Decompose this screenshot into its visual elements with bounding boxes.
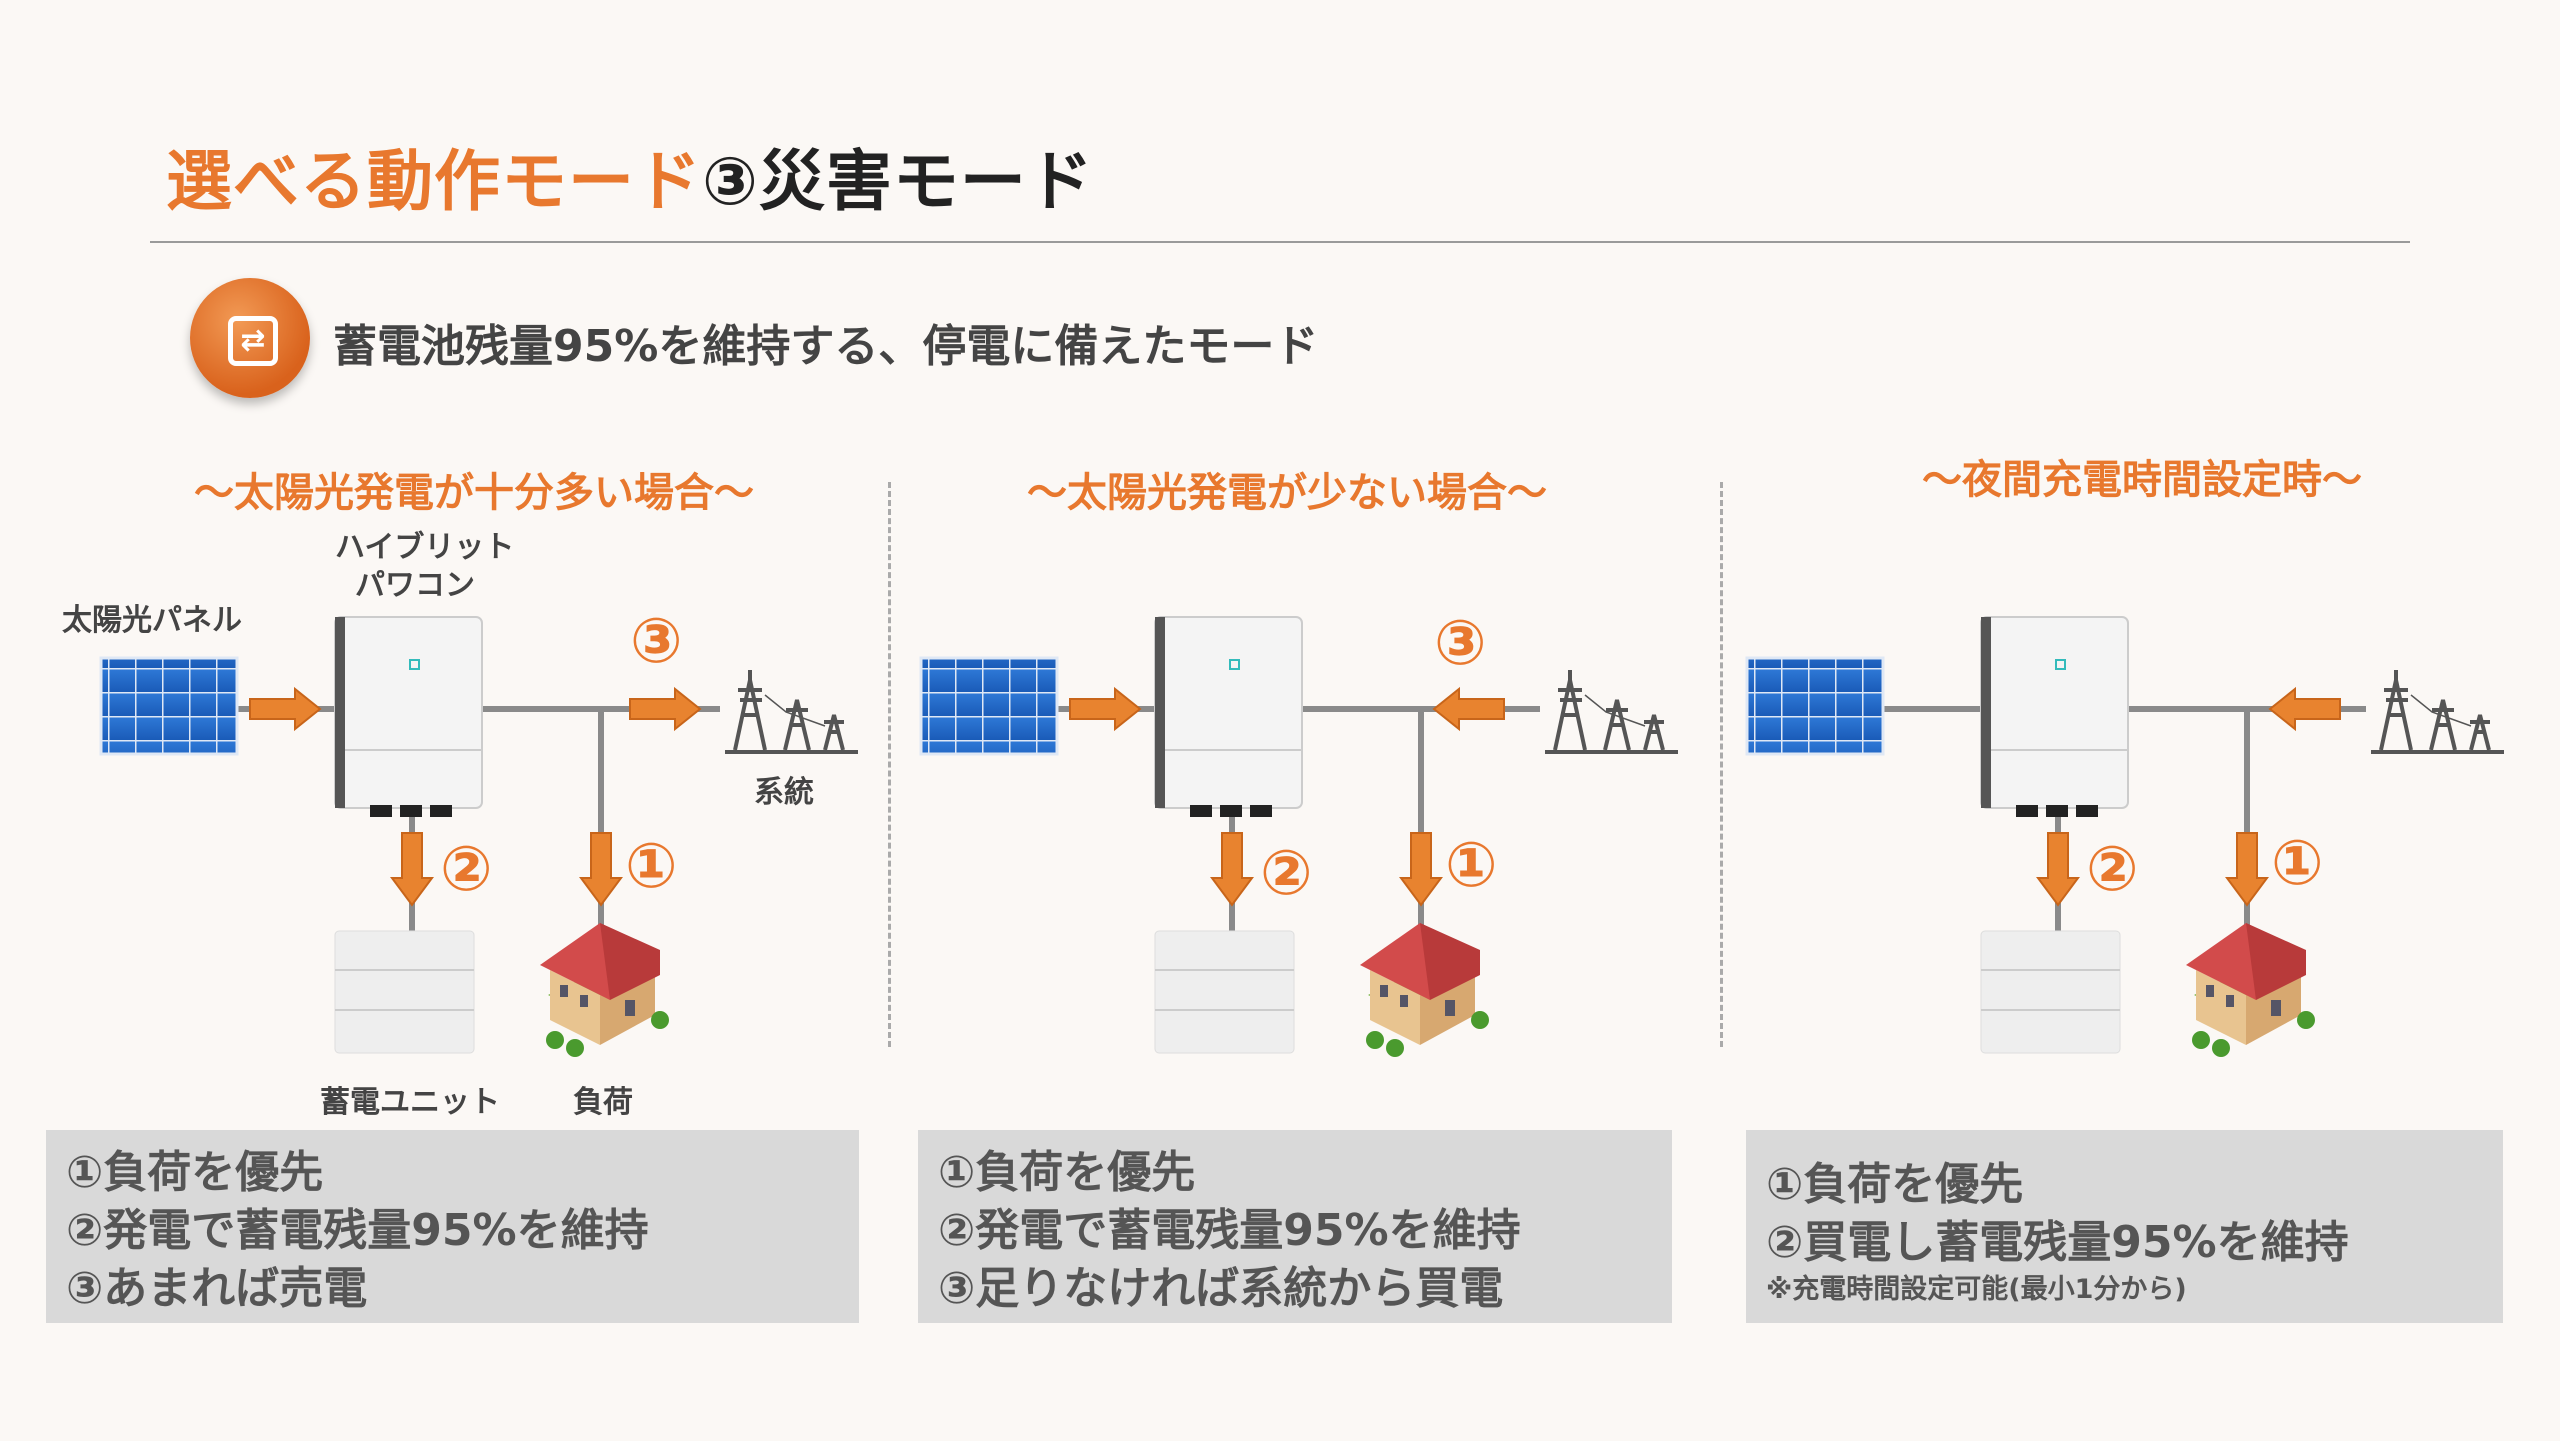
arrow-down-icon: [2226, 832, 2268, 906]
load-label: 負荷: [573, 1085, 633, 1120]
power-grid-icon: [2369, 668, 2506, 754]
panel-1-diagram: ③ ② ① 太陽光パネル ハイブリット パワコン 系統 蓄電ユニット 負荷: [0, 500, 880, 1140]
arrow-right-icon: [249, 688, 321, 730]
solar-panel-icon: [1745, 656, 1885, 756]
inverter-label-line2: パワコン: [355, 568, 475, 603]
flow-number-2: ②: [1260, 836, 1313, 909]
battery-unit-icon: [1980, 930, 2121, 1054]
battery-unit-icon: [1154, 930, 1295, 1054]
battery-unit-icon: [334, 930, 475, 1054]
house-icon: [540, 923, 669, 1057]
arrow-down-icon: [1211, 832, 1253, 906]
description-line: ③あまれば売電: [66, 1263, 368, 1314]
panel-2-heading: ～太陽光発電が少ない場合～: [1027, 470, 1547, 516]
arrow-down-icon: [2037, 832, 2079, 906]
panel-divider: [888, 482, 891, 1047]
description-line: ②買電し蓄電残量95%を維持: [1766, 1217, 2349, 1268]
description-line: ①負荷を優先: [66, 1147, 324, 1198]
inverter-icon: [334, 616, 483, 818]
inverter-icon: [1980, 616, 2129, 818]
solar-panel-icon: [919, 656, 1059, 756]
flow-number-1: ①: [2271, 826, 2324, 899]
flow-number-2: ②: [440, 832, 493, 905]
title-prefix: 選べる動作モード: [166, 143, 702, 220]
solar-panel-icon: [99, 656, 239, 756]
flow-number-1: ①: [625, 829, 678, 902]
flow-number-3: ③: [1434, 606, 1487, 679]
title-divider: [150, 241, 2410, 243]
house-icon: [2186, 923, 2315, 1057]
page-title: 選べる動作モード③災害モード: [166, 128, 1094, 224]
arrow-left-icon: [2269, 688, 2341, 730]
flow-number-2: ②: [2086, 832, 2139, 905]
house-icon: [1360, 923, 1489, 1057]
panel-2-description: ①負荷を優先 ②発電で蓄電残量95%を維持 ③足りなければ系統から買電: [918, 1130, 1672, 1323]
panel-divider: [1720, 482, 1723, 1047]
grid-label: 系統: [754, 775, 814, 810]
panel-1-description: ①負荷を優先 ②発電で蓄電残量95%を維持 ③あまれば売電: [46, 1130, 859, 1323]
arrow-down-icon: [580, 832, 622, 906]
panel-3-heading: ～夜間充電時間設定時～: [1922, 457, 2362, 503]
description-line: ①負荷を優先: [1766, 1159, 2024, 1210]
inverter-icon: [1154, 616, 1303, 818]
panel-3-description: ①負荷を優先 ②買電し蓄電残量95%を維持 ※充電時間設定可能(最小1分から): [1746, 1130, 2503, 1323]
description-line: ②発電で蓄電残量95%を維持: [66, 1205, 649, 1256]
mode-switch-icon: ⇄: [190, 278, 310, 398]
panel-2-diagram: ③ ② ①: [820, 500, 1700, 1140]
battery-label: 蓄電ユニット: [320, 1085, 500, 1120]
arrow-left-icon: [1433, 688, 1505, 730]
title-mode: ③災害モード: [702, 143, 1094, 220]
description-line: ①負荷を優先: [938, 1147, 1196, 1198]
arrow-right-icon: [1069, 688, 1141, 730]
panel-1-heading: ～太陽光発電が十分多い場合～: [194, 470, 754, 516]
inverter-label-line1: ハイブリット: [335, 530, 514, 565]
arrow-right-icon: [629, 688, 701, 730]
flow-number-3: ③: [630, 604, 683, 677]
mode-description: 蓄電池残量95%を維持する、停電に備えたモード: [333, 321, 1319, 372]
flow-number-1: ①: [1445, 828, 1498, 901]
arrow-down-icon: [391, 832, 433, 906]
description-line: ③足りなければ系統から買電: [938, 1263, 1504, 1314]
panel-3-diagram: ② ①: [1646, 500, 2526, 1140]
description-note: ※充電時間設定可能(最小1分から): [1766, 1274, 2187, 1305]
solar-panel-label: 太陽光パネル: [62, 603, 242, 638]
description-line: ②発電で蓄電残量95%を維持: [938, 1205, 1521, 1256]
arrow-down-icon: [1400, 832, 1442, 906]
